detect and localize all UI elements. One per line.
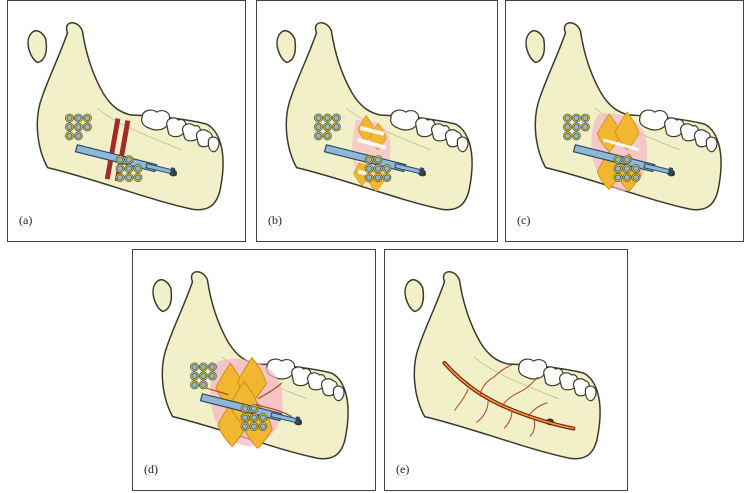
panel-label: (d) [144,462,158,476]
panel-a: (a) [7,0,246,242]
panel-b: (b) [256,0,498,242]
panel-e-illustration [404,271,601,460]
panel-d-illustration [152,271,349,460]
panel-label: (e) [396,462,410,476]
panel-c-illustration [525,22,722,211]
panel-d: (d) [132,249,376,491]
panel-a-illustration [27,22,224,211]
mandible [27,22,224,211]
nerve-branches [454,364,548,437]
panel-label: (b) [268,213,282,227]
osteotomy-gap-left [104,118,121,180]
panel-label: (a) [19,213,33,227]
panel-label: (c) [517,213,531,227]
panel-b-illustration [276,22,473,211]
panel-c: (c) [505,0,744,242]
panel-e: (e) [384,249,628,491]
mandible [404,271,601,460]
